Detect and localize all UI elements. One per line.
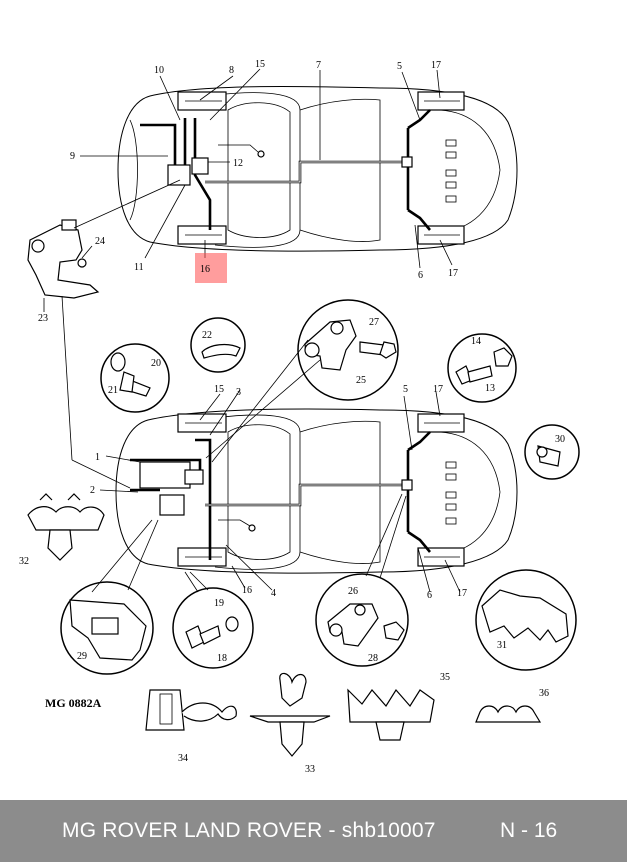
detail-circle-18-19 (172, 587, 254, 669)
label: 17 (431, 60, 441, 71)
leader-line (61, 295, 73, 461)
label: 27 (369, 317, 379, 328)
label: 23 (38, 313, 48, 324)
bottom-wheels (177, 413, 465, 567)
label: 15 (214, 384, 224, 395)
brake-pipe-diagram: 10 8 15 7 5 17 9 12 11 16 24 6 17 23 (19, 59, 580, 775)
label: 18 (217, 653, 227, 664)
label: 1 (95, 452, 100, 463)
label: 36 (539, 688, 549, 699)
label: 24 (95, 236, 105, 247)
detail-circle-31 (475, 569, 577, 671)
label: 3 (236, 387, 241, 398)
highlight-part-16 (195, 253, 227, 283)
detail-circle-22 (190, 317, 246, 373)
label: 6 (418, 270, 423, 281)
bottom-brake-pipes (130, 431, 431, 560)
clip-34 (145, 689, 237, 731)
label: 6 (427, 590, 432, 601)
label: 5 (403, 384, 408, 395)
label: 19 (214, 598, 224, 609)
label: 26 (348, 586, 358, 597)
label: 17 (433, 384, 443, 395)
label: 12 (233, 158, 243, 169)
label: 13 (485, 383, 495, 394)
label: 30 (555, 434, 565, 445)
detail-circle-13-14 (447, 333, 517, 403)
detail-circle-26-28 (315, 573, 409, 667)
label: 9 (70, 151, 75, 162)
label: 8 (229, 65, 234, 76)
label: 32 (19, 556, 29, 567)
footer-page-number: N - 16 (500, 819, 558, 842)
label: 34 (178, 753, 188, 764)
leader-line (73, 179, 181, 229)
label: 33 (305, 764, 315, 775)
label: 5 (397, 61, 402, 72)
label: 16 (242, 585, 252, 596)
top-car-outline (117, 85, 518, 252)
label: 16 (200, 264, 210, 275)
label: 4 (271, 588, 276, 599)
label: 35 (440, 672, 450, 683)
bottom-label-group: 22 27 20 21 25 14 13 15 3 5 17 1 30 2 16… (19, 317, 565, 775)
label: 21 (108, 385, 118, 396)
top-brake-pipes (140, 109, 431, 231)
label: 10 (154, 65, 164, 76)
top-callouts (43, 68, 453, 312)
footer-bar: MG ROVER LAND ROVER - shb10007 N - 16 (0, 800, 627, 862)
label: 14 (471, 336, 481, 347)
clip-32 (27, 493, 105, 561)
top-wheels (177, 91, 465, 245)
callout-leaders (91, 339, 461, 593)
label: 7 (316, 60, 321, 71)
label: 17 (457, 588, 467, 599)
leader-line (71, 459, 131, 489)
label: 11 (134, 262, 144, 273)
footer-title: MG ROVER LAND ROVER - shb10007 (62, 819, 436, 842)
diagram-code: MG 0882A (45, 696, 102, 710)
clip-35 (347, 688, 435, 741)
label: 17 (448, 268, 458, 279)
detail-circle-25-27 (297, 299, 399, 401)
detail-circle-29 (60, 581, 154, 675)
label: 28 (368, 653, 378, 664)
label: 31 (497, 640, 507, 651)
bottom-car-outline (115, 408, 518, 574)
master-cylinder-part (27, 219, 100, 299)
label: 29 (77, 651, 87, 662)
detail-circle-20-21 (100, 343, 170, 413)
label: 22 (202, 330, 212, 341)
clip-33 (249, 672, 331, 757)
label: 2 (90, 485, 95, 496)
label: 25 (356, 375, 366, 386)
label: 15 (255, 59, 265, 70)
clip-36 (475, 705, 542, 723)
detail-circle-30 (524, 424, 580, 480)
top-label-group: 10 8 15 7 5 17 9 12 11 16 24 6 17 23 (38, 59, 458, 324)
label: 20 (151, 358, 161, 369)
